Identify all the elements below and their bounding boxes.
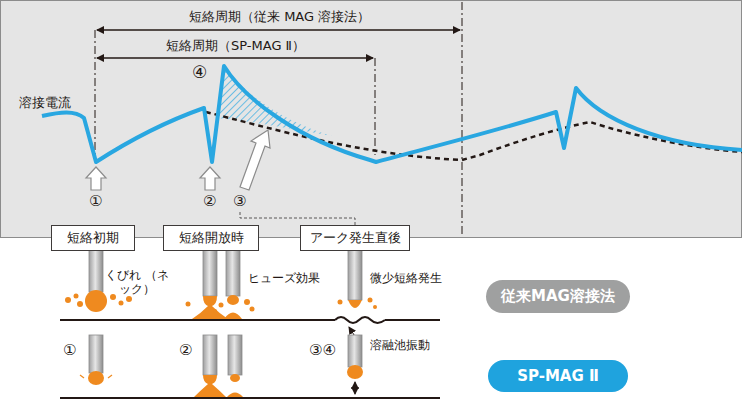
callout-number: ③④ (309, 341, 336, 359)
period-label: 短絡周期（従来 MAG 溶接法） (189, 9, 370, 25)
callout-number: ① (89, 192, 102, 210)
node-text: アーク発生直後 (310, 229, 401, 247)
callout-number: ① (63, 341, 76, 359)
callout-number: ② (203, 192, 216, 210)
period-label: 短絡周期（SP-MAG Ⅱ） (166, 38, 305, 54)
phase-box: アーク発生直後 (300, 225, 410, 251)
axis-label: 溶接電流 (19, 95, 71, 111)
node-text: SP-MAG Ⅱ (517, 367, 599, 385)
callout-number: ④ (192, 62, 207, 82)
node-text: 短絡初期 (67, 229, 119, 247)
callout-number: ② (179, 341, 192, 359)
callout-number: ③ (233, 192, 246, 210)
annotation-label: 微少短絡発生 (370, 271, 442, 285)
annotation-label: くびれ （ネック） (104, 268, 170, 297)
method-badge: SP-MAG Ⅱ (488, 360, 628, 392)
phase-box: 短絡初期 (51, 225, 135, 251)
phase-box: 短絡開放時 (163, 225, 259, 251)
node-text: 従来MAG溶接法 (501, 287, 615, 306)
method-badge: 従来MAG溶接法 (486, 280, 630, 313)
annotation-label: 溶融池振動 (370, 338, 430, 352)
node-text: 短絡開放時 (179, 229, 244, 247)
annotation-label: ヒューズ効果 (248, 271, 320, 285)
